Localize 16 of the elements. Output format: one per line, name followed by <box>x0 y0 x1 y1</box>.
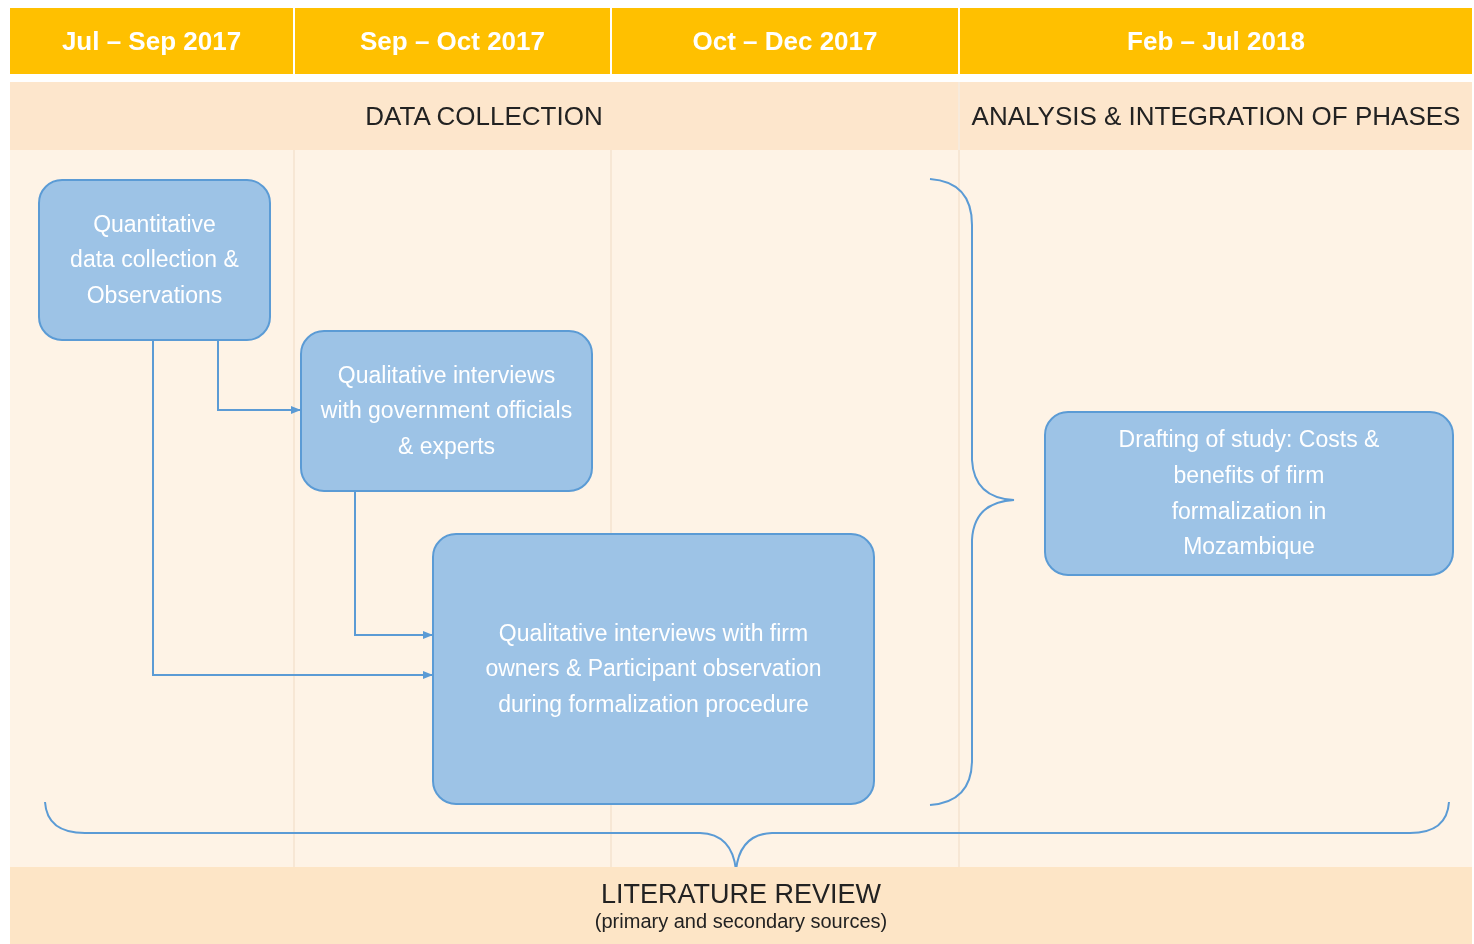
date-header: Jul – Sep 2017 <box>10 8 293 74</box>
process-box: Drafting of study: Costs & benefits of firm formalization in Mozambique <box>1044 411 1454 576</box>
literature-band <box>10 867 1472 944</box>
phase-band: ANALYSIS & INTEGRATION OF PHASES <box>960 82 1472 150</box>
phase-band: DATA COLLECTION <box>10 82 958 150</box>
band-note: (primary and secondary sources) <box>594 909 888 933</box>
arrow <box>354 491 433 639</box>
date-header: Feb – Jul 2018 <box>960 8 1472 74</box>
process-box: Quantitative data collection & Observations <box>38 179 271 341</box>
band-title: LITERATURE REVIEW <box>600 878 881 910</box>
arrow <box>152 340 433 679</box>
arrow <box>217 340 301 414</box>
date-header: Oct – Dec 2017 <box>612 8 958 74</box>
process-box: Qualitative interviews with government officials & experts <box>300 330 593 492</box>
process-box: Qualitative interviews with firm owners & Participant observation during formalization procedure <box>432 533 875 805</box>
date-header: Sep – Oct 2017 <box>295 8 610 74</box>
